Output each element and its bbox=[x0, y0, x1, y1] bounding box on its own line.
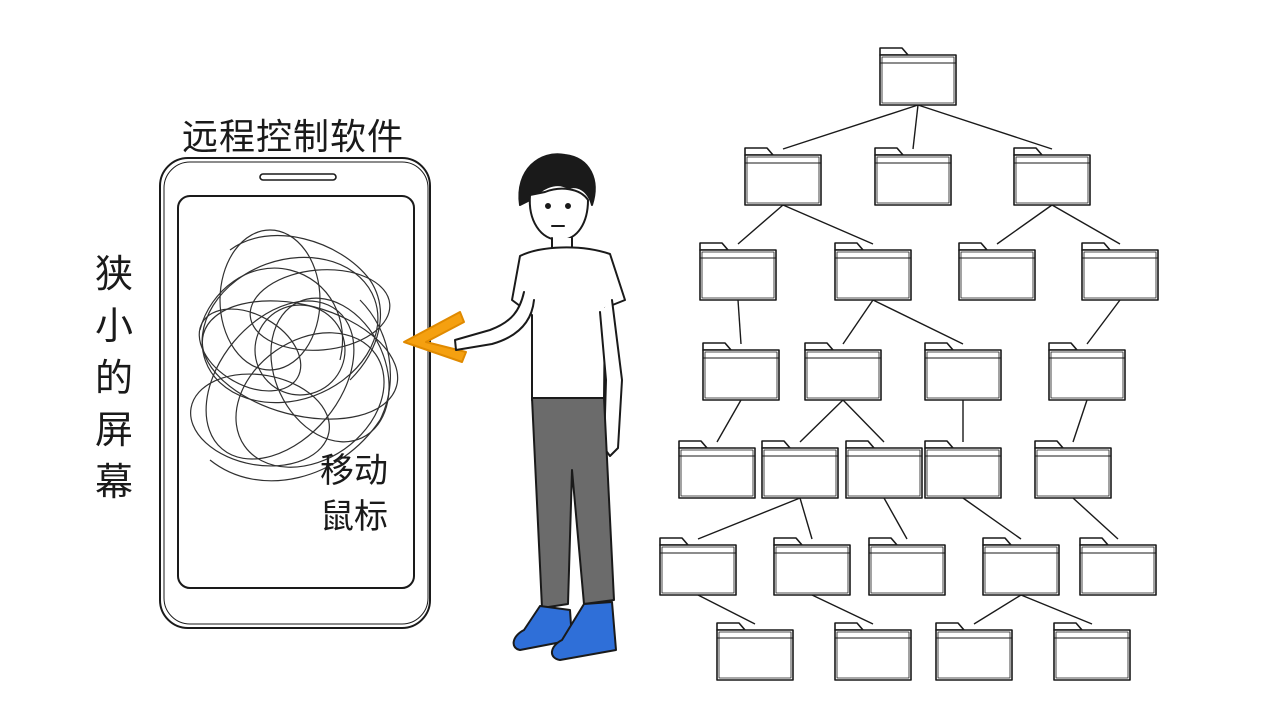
folder-icon bbox=[761, 440, 839, 499]
folder-icon bbox=[874, 147, 952, 206]
person-hair bbox=[518, 153, 596, 206]
folder-icon bbox=[834, 622, 912, 681]
tree-connector bbox=[782, 204, 874, 245]
tree-connector bbox=[737, 299, 742, 345]
folder-icon bbox=[1048, 342, 1126, 401]
tree-connector bbox=[912, 104, 919, 150]
folder-icon bbox=[924, 440, 1002, 499]
person-pants bbox=[531, 397, 615, 609]
tree-connector bbox=[962, 497, 1022, 540]
folder-icon bbox=[958, 242, 1036, 301]
folder-icon bbox=[659, 537, 737, 596]
tree-connector bbox=[996, 204, 1053, 245]
tree-connector bbox=[1072, 497, 1119, 540]
folder-icon bbox=[1053, 622, 1131, 681]
tree-connector bbox=[697, 594, 756, 625]
folder-icon bbox=[702, 342, 780, 401]
person-shoe-right bbox=[551, 601, 617, 661]
tree-connector bbox=[799, 497, 813, 540]
person-figure bbox=[454, 153, 626, 661]
folder-icon bbox=[845, 440, 923, 499]
tree-connector bbox=[872, 299, 964, 345]
phone-speaker bbox=[259, 173, 337, 181]
person-arm-left bbox=[454, 291, 535, 351]
person-shoe-left bbox=[512, 605, 573, 651]
folder-icon bbox=[1081, 242, 1159, 301]
folder-icon bbox=[868, 537, 946, 596]
folder-tree-lines bbox=[697, 104, 1121, 625]
folder-icon bbox=[716, 622, 794, 681]
folder-icon bbox=[804, 342, 882, 401]
folder-icon bbox=[1079, 537, 1157, 596]
tree-connector bbox=[883, 497, 908, 540]
folder-icon bbox=[935, 622, 1013, 681]
phone-screen bbox=[177, 195, 415, 589]
folder-icon bbox=[1034, 440, 1112, 499]
folder-icon bbox=[834, 242, 912, 301]
folder-icon bbox=[699, 242, 777, 301]
tree-connector bbox=[799, 399, 844, 443]
tree-connector bbox=[1086, 299, 1121, 345]
folder-icon bbox=[879, 47, 957, 106]
folder-icon bbox=[1013, 147, 1091, 206]
tree-connector bbox=[782, 104, 919, 150]
tree-connector bbox=[1020, 594, 1093, 625]
tree-connector bbox=[842, 399, 885, 443]
tree-connector bbox=[737, 204, 784, 245]
orange-arrow-icon bbox=[403, 311, 467, 363]
software-title-label: 远程控制软件 bbox=[182, 117, 405, 158]
tree-connector bbox=[842, 299, 874, 345]
tree-connector bbox=[716, 399, 742, 443]
narrow-screen-label: 狭小的屏幕 bbox=[94, 252, 133, 504]
folder-icon bbox=[982, 537, 1060, 596]
phone-body-sketch-line bbox=[163, 161, 429, 625]
folder-icon bbox=[924, 342, 1002, 401]
tangled-scribble bbox=[190, 229, 399, 482]
move-mouse-label: 移动鼠标 bbox=[320, 451, 388, 537]
tree-connector bbox=[917, 104, 1053, 150]
phone-body bbox=[159, 157, 431, 629]
tree-connector bbox=[973, 594, 1022, 625]
tree-connector bbox=[811, 594, 874, 625]
person-head bbox=[528, 187, 589, 241]
folder-icon bbox=[744, 147, 822, 206]
folder-icon bbox=[678, 440, 756, 499]
phone-device bbox=[159, 157, 431, 629]
tree-connector bbox=[697, 497, 801, 540]
folder-tree bbox=[659, 47, 1159, 681]
tree-connector bbox=[1051, 204, 1121, 245]
tree-connector bbox=[1072, 399, 1088, 443]
folder-icon bbox=[773, 537, 851, 596]
